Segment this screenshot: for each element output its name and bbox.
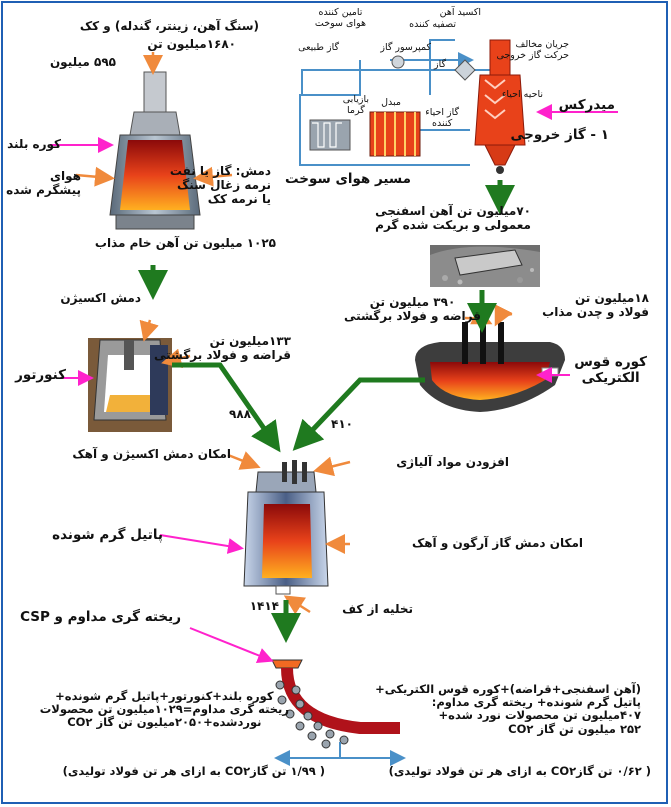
summary-eaf-route: (آهن اسفنجی+قراضه)+کوره قوس الکتریکی+ پا… (375, 682, 641, 736)
continuous-casting-label: ریخته گری مداوم و CSP (20, 609, 181, 625)
converter-label: کنورتور (15, 367, 66, 383)
raw-amount-label: ۱۶۸۰میلیون تن (147, 37, 236, 51)
counter-flow-label: جریان مخالف حرکت گاز خروجی (496, 39, 569, 61)
fuel-air-path-label: مسیر هوای سوخت (285, 171, 411, 187)
converter-scrap-label: ۱۳۳میلیون تن قراضه و فولاد برگشتی (154, 334, 291, 362)
eaf-scrap-label: ۳۹۰ میلیون تن قراضه و فولاد برگشتی (344, 295, 481, 323)
heated-ladle-icon (243, 460, 329, 595)
blast-furnace-icon (109, 71, 201, 230)
heated-ladle-label: پاتیل گرم شونده (52, 527, 163, 543)
heat-recovery-label: بازیابی گرما (342, 94, 369, 116)
reducing-gas-label: گاز احیاء کننده (425, 107, 459, 129)
electric-arc-furnace-icon (415, 318, 565, 412)
coke-amount-label: ۵۹۵ میلیون (49, 55, 116, 69)
eaf-output-value: ۴۱۰ (331, 417, 353, 431)
converter-output-value: ۹۸۸ (229, 407, 251, 421)
pig-iron-output: ۱۰۲۵ میلیون تن آهن خام مذاب (94, 236, 276, 250)
ratio-blast-furnace-route: ( ۱/۹۹ تن گازCO۲ به ازای هر تن فولاد تول… (62, 764, 325, 778)
hot-air-label: هوای پیشگرم شده (6, 169, 81, 197)
oxygen-blow-label: دمش اکسیژن (60, 291, 141, 305)
raw-materials-label: (سنگ آهن، زینتر، گندله) و کک (79, 19, 259, 33)
green-flow-arrows (138, 180, 515, 643)
midrex-label: میدرکس (558, 97, 615, 113)
blast-furnace-label: کوره بلند (7, 137, 61, 151)
bottom-tap-label: تخلیه از کف (342, 602, 413, 616)
iron-oxide-label: اکسید آهن (439, 7, 481, 18)
pink-arrows (50, 104, 618, 663)
molten-steel-iron-label: ۱۸میلیون تن فولاد و چدن مذاب (542, 291, 649, 319)
argon-lime-label: امکان دمش گاز آرگون و آهک (411, 536, 583, 550)
gas-label: گاز (433, 59, 446, 70)
sponge-iron-image (430, 245, 540, 287)
off-gas-label: ۱ - گاز خروجی (510, 127, 609, 143)
converter-unit-label: مبدل (381, 97, 401, 108)
compressor-label: کمپرسور گاز (380, 42, 431, 53)
alloy-addition-label: افزودن مواد آلیاژی (396, 455, 509, 469)
purifier-label: تصفیه کننده (409, 19, 456, 30)
oxygen-lime-label: امکان دمش اکسیژن و آهک (72, 447, 231, 461)
ratio-eaf-route: ( ۰/۶۲ تن گازCO۲ به ازای هر تن فولاد تول… (388, 764, 651, 778)
ladle-output-value: ۱۴۱۴ (249, 599, 279, 613)
midrex-plant-icon (299, 39, 526, 174)
co2-output-arrows (274, 742, 406, 766)
injection-label: دمش: گاز یا نفت نرمه زغال سنگ یا نرمه کک (169, 164, 271, 206)
eaf-label: کوره قوس الکتریکی (574, 354, 647, 386)
summary-blast-furnace-route: کوره بلند+کنورتور+پاتیل گرم شونده+ ریخته… (39, 689, 289, 730)
continuous-casting-icon (271, 659, 400, 749)
fuel-air-supply-label: تامین کننده هوای سوخت (314, 7, 366, 29)
natural-gas-label: گاز طبیعی (298, 42, 339, 53)
reduction-zone-label: ناحیه احیاء (501, 89, 543, 100)
converter-icon (88, 338, 172, 432)
sponge-iron-output: ۷۰میلیون تن آهن اسفنجی معمولی و بریکت شد… (375, 204, 531, 232)
